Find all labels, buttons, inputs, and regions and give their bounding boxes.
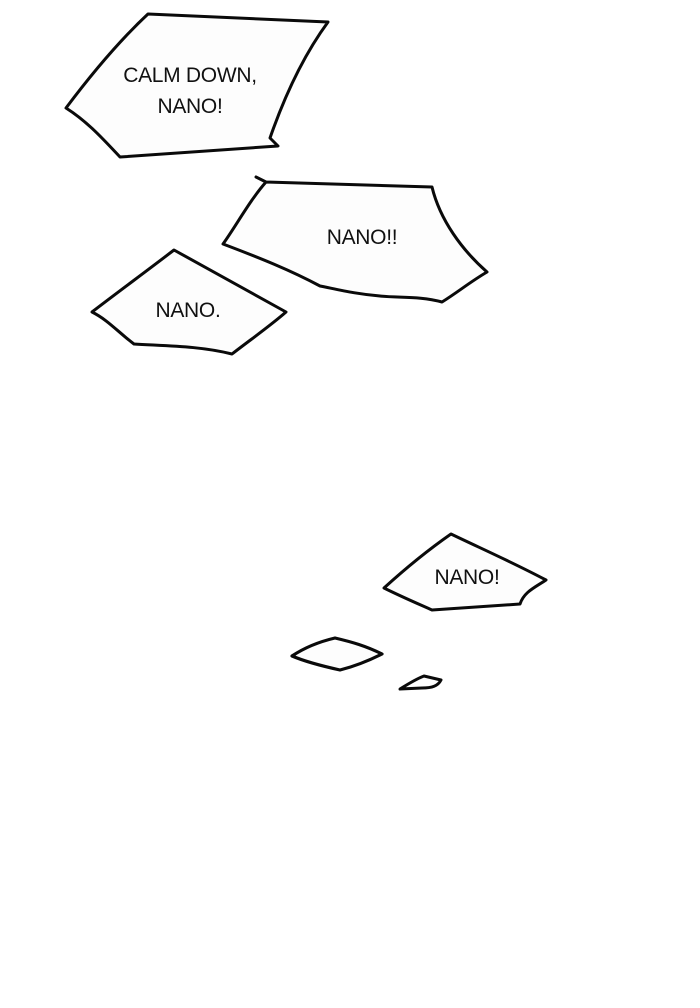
bubble-text-nano-double-exclaim: NANO!!	[326, 226, 398, 249]
bubble-text-nano-period: NANO.	[155, 299, 221, 322]
speech-bubble-nano-period	[90, 248, 288, 356]
bubble-text-calm-down: CALM DOWN, NANO!	[123, 64, 257, 118]
speech-bubble-trail-medium	[290, 636, 384, 672]
speech-bubble-nano-double-exclaim	[221, 175, 489, 304]
speech-bubble-nano-exclaim	[382, 532, 548, 612]
bubble-text-nano-exclaim: NANO!	[434, 566, 500, 589]
speech-bubble-trail-small	[398, 674, 443, 691]
speech-bubble-calm-down	[64, 12, 330, 159]
